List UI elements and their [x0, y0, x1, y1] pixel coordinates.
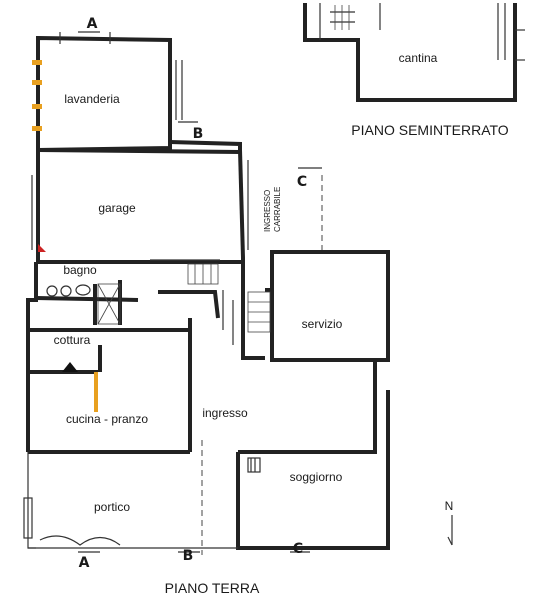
- room-label-cantina: cantina: [399, 51, 438, 65]
- room-label-cottura: cottura: [54, 333, 91, 347]
- ingresso-carrabile-label: INGRESSO CARRABILE: [263, 187, 282, 232]
- plan-details: [23, 32, 323, 555]
- ingresso-carrabile-line2: CARRABILE: [273, 187, 282, 232]
- section-b-mid: B: [193, 126, 204, 142]
- north-label: N: [445, 499, 454, 513]
- room-label-ingresso: ingresso: [202, 406, 248, 420]
- ingresso-carrabile-line1: INGRESSO: [263, 190, 272, 232]
- north-arrow-icon: [447, 515, 453, 546]
- room-label-servizio: servizio: [302, 317, 343, 331]
- section-markers: [78, 31, 322, 553]
- section-a-bottom: A: [79, 555, 90, 571]
- room-label-soggiorno: soggiorno: [290, 470, 343, 484]
- section-c-mid: C: [297, 174, 307, 190]
- basement-plan: [303, 3, 525, 102]
- room-label-cucina-pranzo: cucina - pranzo: [66, 412, 148, 426]
- color-accents: [32, 60, 98, 412]
- piano-seminterrato-title: PIANO SEMINTERRATO: [351, 122, 509, 138]
- section-b-bottom: B: [183, 548, 194, 564]
- ground-floor-walls: [26, 35, 390, 550]
- section-c-bottom: C: [293, 541, 303, 557]
- room-label-garage: garage: [98, 201, 136, 215]
- room-label-bagno: bagno: [63, 263, 97, 277]
- piano-terra-title: PIANO TERRA: [165, 580, 260, 596]
- room-label-lavanderia: lavanderia: [64, 92, 120, 106]
- room-label-portico: portico: [94, 500, 130, 514]
- section-a-top: A: [87, 16, 98, 32]
